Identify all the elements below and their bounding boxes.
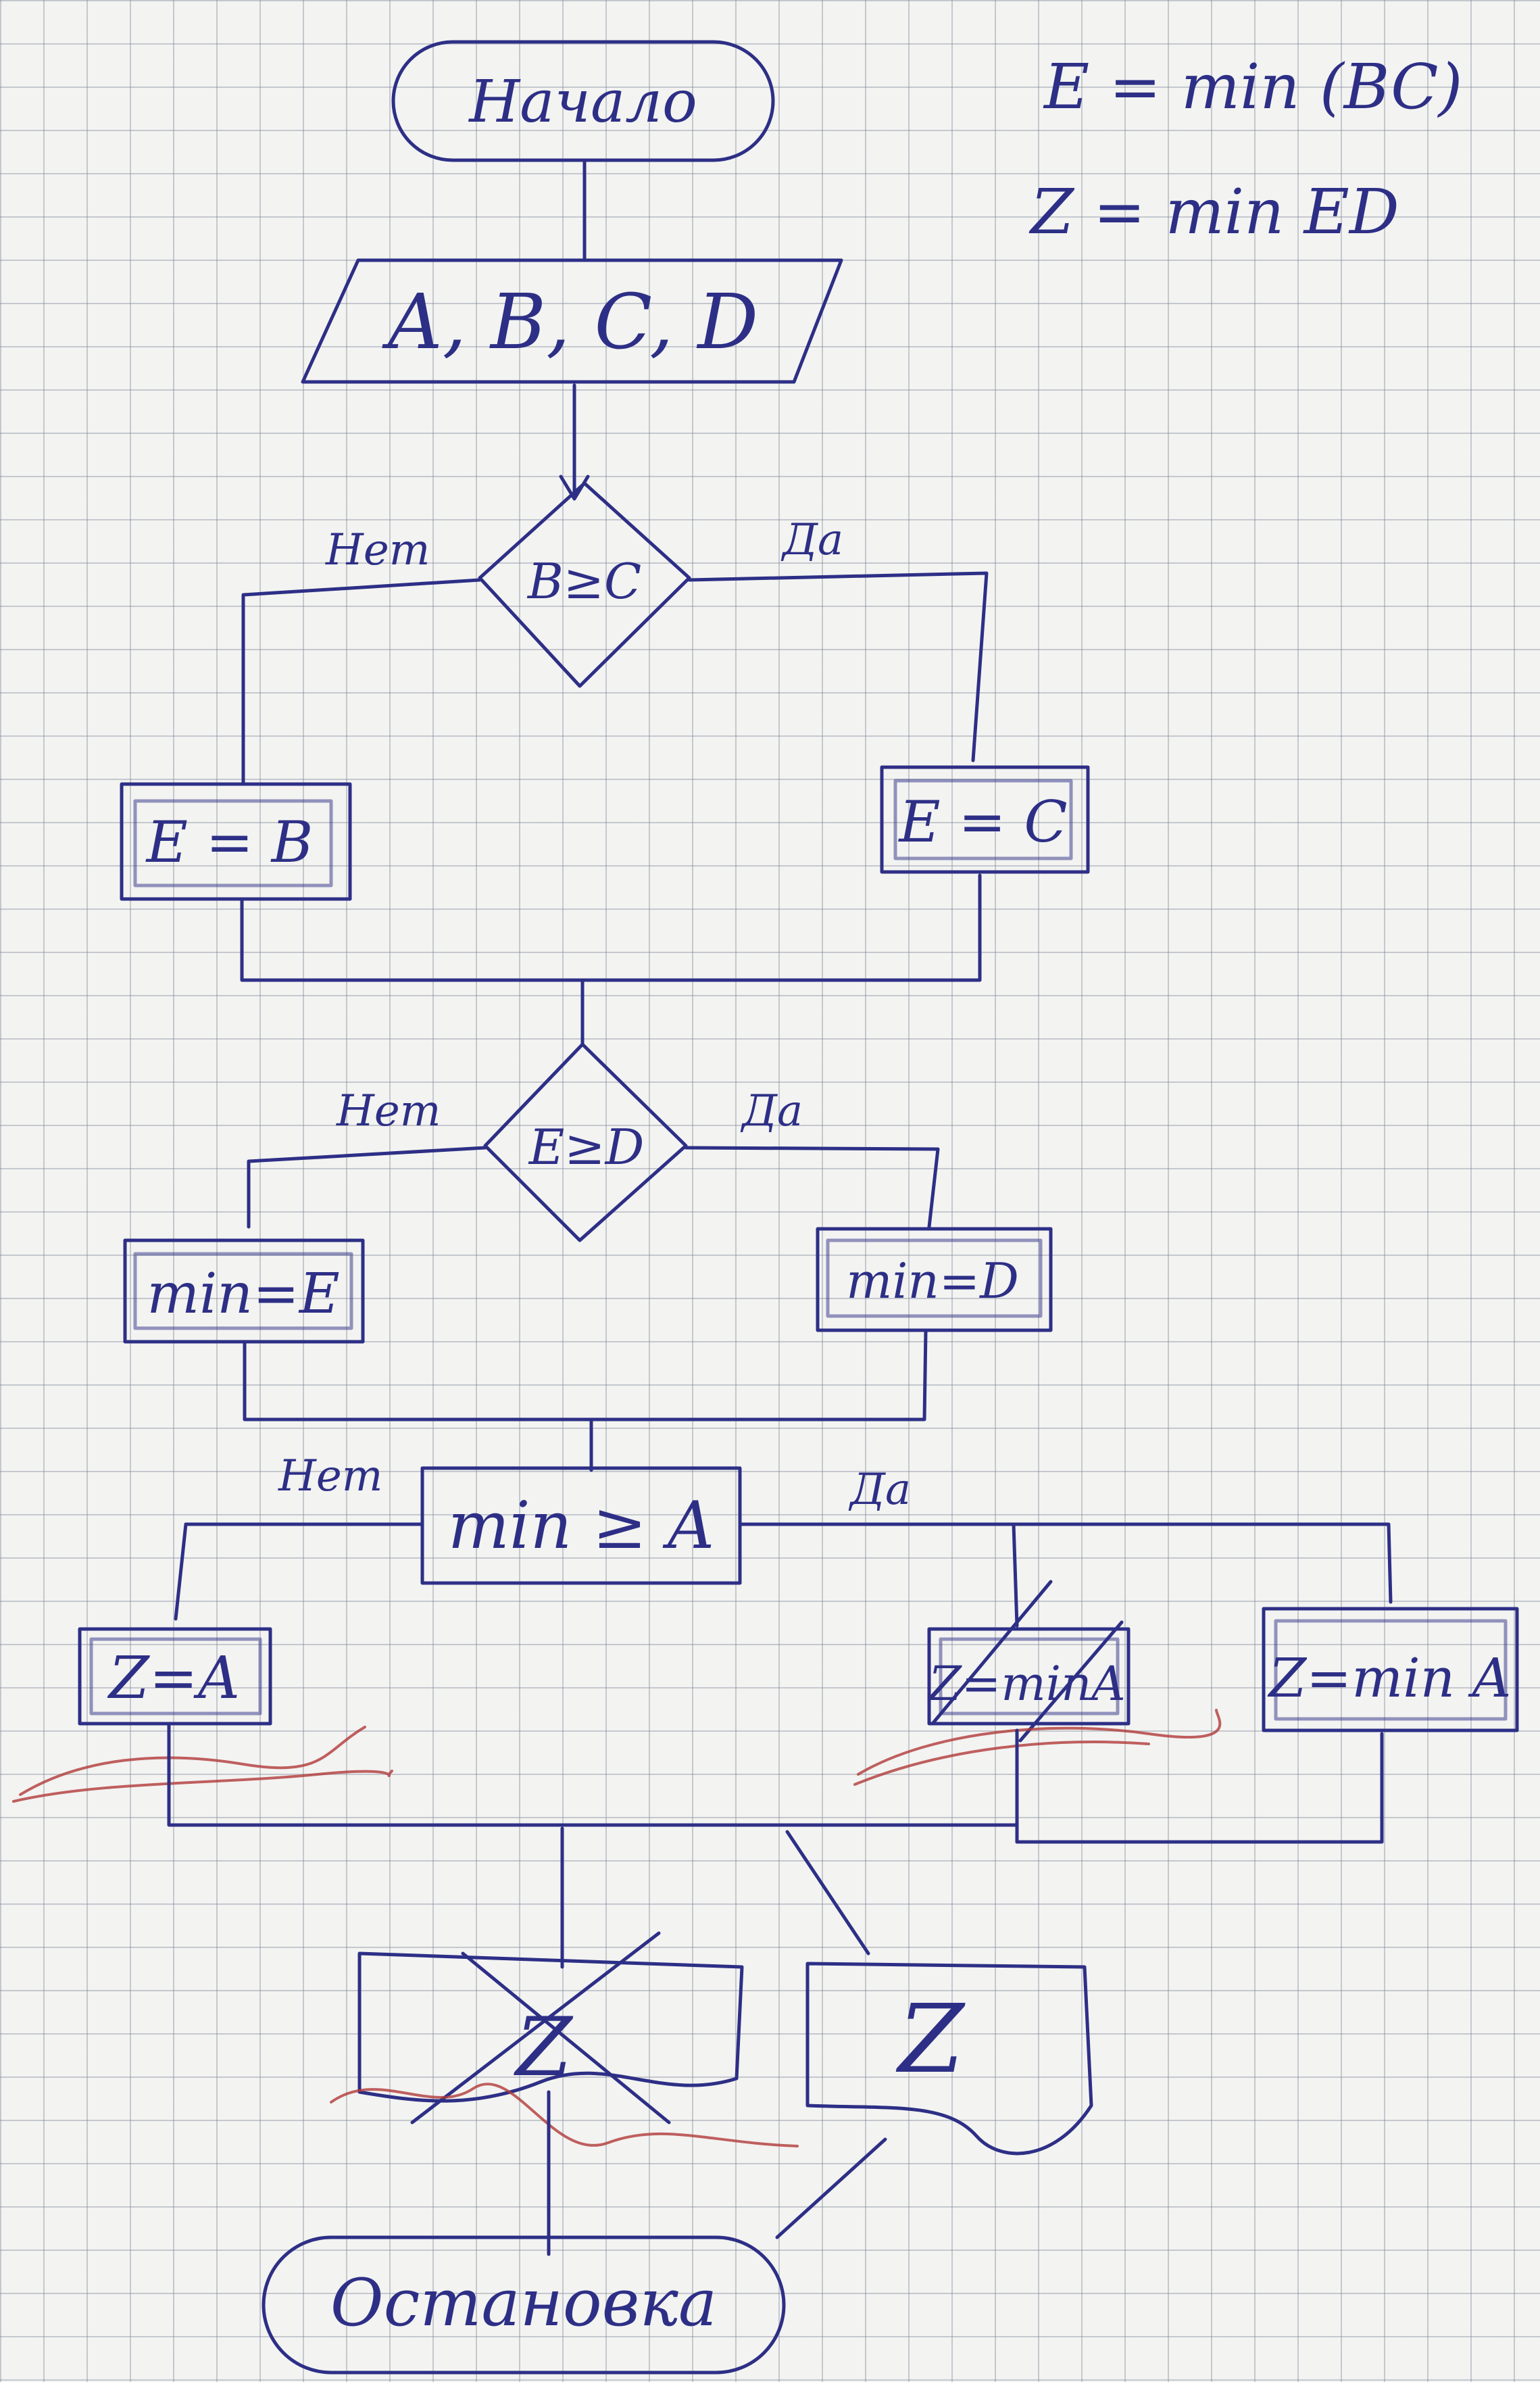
process-z-eq-min-a: Z=min A bbox=[1262, 1607, 1519, 1732]
end-label: Остановка bbox=[330, 2265, 717, 2341]
process-e-eq-c-label: E = C bbox=[897, 789, 1067, 855]
connector-no-2 bbox=[247, 1146, 487, 1229]
branch-yes-3: Да bbox=[848, 1465, 911, 1515]
connector-to-output bbox=[785, 1830, 870, 1955]
process-e-eq-c: E = C bbox=[880, 765, 1090, 874]
branch-no-2: Нет bbox=[336, 1086, 441, 1136]
decision-e-ge-d: E≥D bbox=[483, 1042, 688, 1242]
branch-no-3: Нет bbox=[278, 1451, 382, 1501]
merge-1 bbox=[240, 873, 982, 982]
output-z-label: Z bbox=[895, 1985, 966, 2095]
red-scribble-1 bbox=[19, 1726, 366, 1796]
red-scribble-4 bbox=[853, 1741, 1150, 1786]
note-line-2: Z = min ED bbox=[1028, 176, 1399, 248]
output-z-crossed: Z bbox=[330, 1931, 799, 2147]
strike-through-marks bbox=[930, 1580, 1124, 1743]
process-min-eq-e: min=E bbox=[123, 1238, 365, 1344]
connector-yes-2 bbox=[684, 1146, 940, 1229]
output-z: Z bbox=[805, 1962, 1093, 2156]
merge-3-left bbox=[167, 1722, 1019, 1827]
input-block: A, B, C, D bbox=[301, 258, 843, 384]
start-label: Начало bbox=[468, 68, 697, 136]
process-z-eq-mina-crossed: Z=minA bbox=[927, 1580, 1131, 1743]
decision-b-ge-c-label: B≥C bbox=[526, 553, 641, 610]
decision-min-ge-a: min ≥ A bbox=[420, 1466, 742, 1585]
process-z-eq-min-a-label: Z=min A bbox=[1267, 1647, 1512, 1709]
branch-no-1: Нет bbox=[325, 525, 430, 575]
decision-b-ge-c: B≥C bbox=[478, 481, 691, 688]
connector-yes-1 bbox=[687, 571, 989, 762]
process-min-eq-e-label: min=E bbox=[147, 1262, 339, 1326]
start-terminal: Начало bbox=[391, 40, 775, 162]
input-label: A, B, C, D bbox=[382, 278, 758, 366]
process-e-eq-b: E = B bbox=[120, 782, 352, 901]
process-z-eq-a-label: Z=A bbox=[107, 1645, 240, 1712]
decision-min-ge-a-label: min ≥ A bbox=[448, 1488, 714, 1563]
decision-e-ge-d-label: E≥D bbox=[528, 1119, 645, 1175]
red-scribble-3 bbox=[857, 1709, 1222, 1776]
process-z-eq-mina-crossed-label: Z=minA bbox=[927, 1656, 1126, 1711]
merge-2 bbox=[243, 1328, 928, 1421]
connector-output-to-end bbox=[775, 2137, 887, 2239]
process-z-eq-a: Z=A bbox=[78, 1627, 272, 1726]
branch-yes-1: Да bbox=[780, 515, 843, 565]
red-scribble-2 bbox=[12, 1770, 393, 1803]
connector-yes-3-crossed bbox=[1012, 1522, 1019, 1628]
output-cross-marks bbox=[410, 1931, 671, 2124]
branch-yes-2: Да bbox=[740, 1086, 803, 1136]
connector-no-1 bbox=[241, 578, 482, 786]
end-terminal: Остановка bbox=[262, 2235, 786, 2375]
process-min-eq-d: min=D bbox=[816, 1227, 1053, 1332]
output-z-crossed-label: Z bbox=[513, 2001, 574, 2095]
connector-yes-3 bbox=[738, 1522, 1393, 1604]
process-min-eq-d-label: min=D bbox=[846, 1253, 1019, 1309]
merge-3-right bbox=[1015, 1732, 1384, 1844]
connector-no-3 bbox=[174, 1522, 424, 1621]
process-e-eq-b-label: E = B bbox=[145, 809, 314, 875]
red-scribble-5 bbox=[330, 2083, 799, 2147]
note-line-1: E = min (BC) bbox=[1043, 51, 1462, 123]
